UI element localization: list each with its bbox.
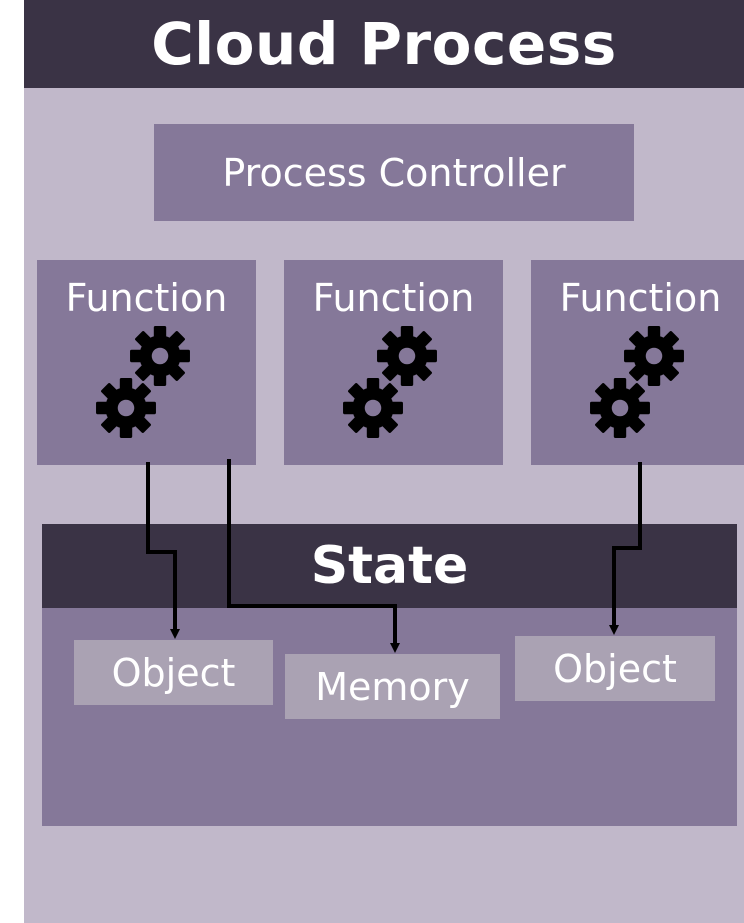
state-item-memory: Memory [285, 654, 500, 719]
cloud-process-title: Cloud Process [151, 10, 617, 78]
function-label-1: Function [65, 276, 228, 320]
state-item-object-1: Object [74, 640, 273, 705]
connector-function3-object [609, 462, 642, 635]
state-item-label-1: Object [111, 650, 236, 695]
function-label-3: Function [559, 276, 722, 320]
connector-function1-object [146, 462, 180, 639]
state-item-object-2: Object [515, 636, 715, 701]
process-controller-box: Process Controller [154, 124, 634, 221]
process-controller-label: Process Controller [222, 150, 566, 195]
function-box-3: Function [531, 260, 744, 465]
function-box-2: Function [284, 260, 503, 465]
cloud-process-header: Cloud Process [24, 0, 744, 88]
function-box-1: Function [37, 260, 256, 465]
connector-function1-memory [227, 459, 400, 653]
state-item-label-2: Memory [315, 664, 470, 709]
state-title: State [310, 536, 469, 596]
state-header: State [42, 524, 737, 608]
function-label-2: Function [312, 276, 475, 320]
state-item-label-3: Object [553, 646, 677, 691]
